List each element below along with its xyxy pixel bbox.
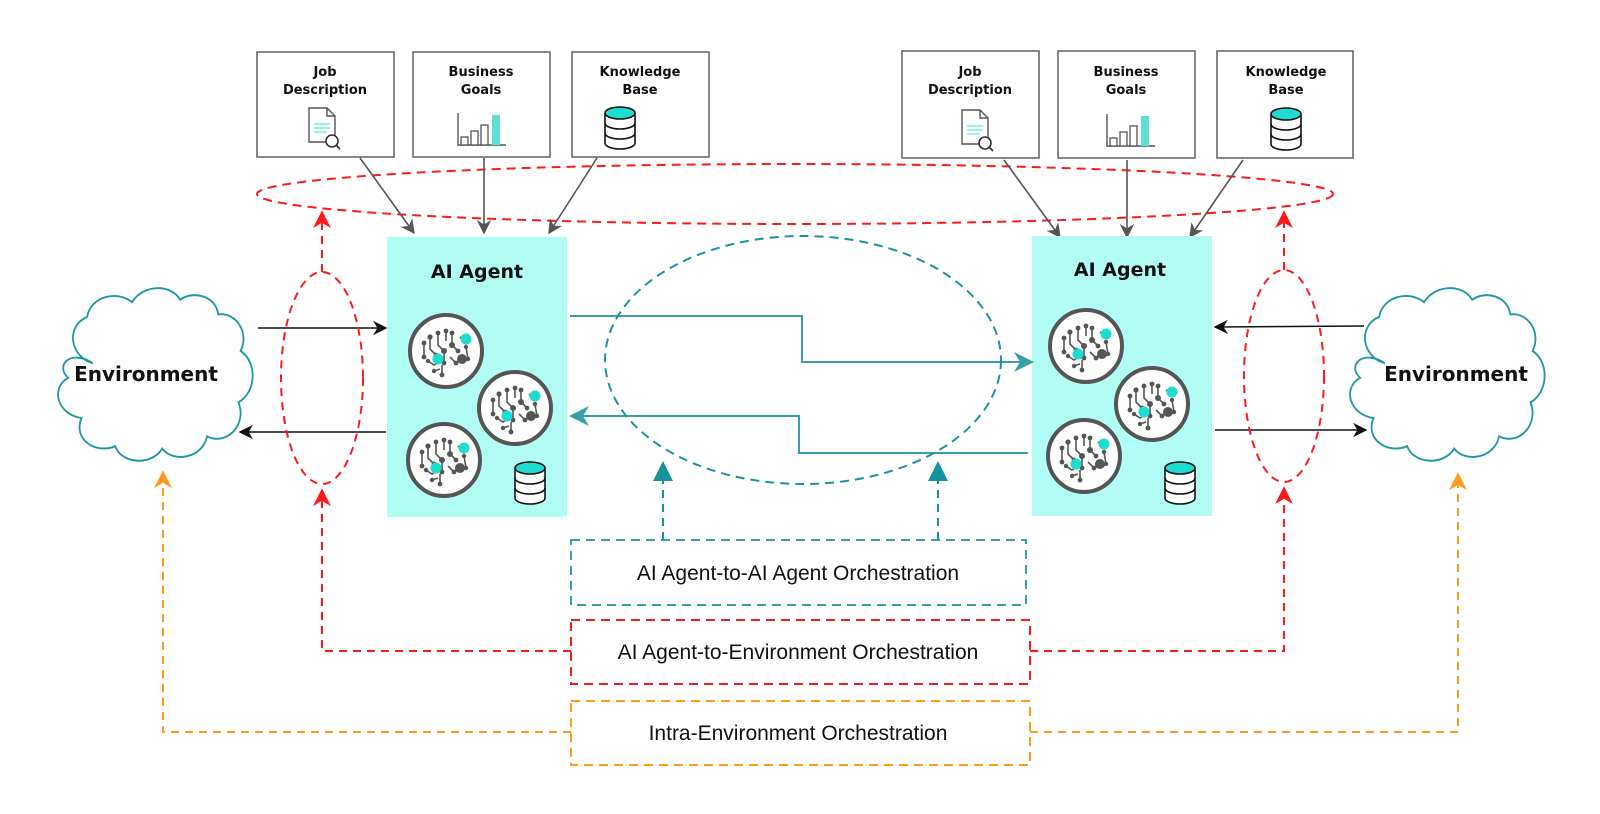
intra-environment-orchestration: Intra-Environment Orchestration (570, 700, 1031, 766)
right-input-knowledge-base: Knowledge Base (1216, 50, 1354, 159)
agent-env-connector-lines (313, 486, 1293, 652)
left-environment: Environment (57, 287, 254, 462)
input-title-line1: Job (312, 65, 336, 80)
input-title-line1: Job (957, 65, 981, 80)
right-agent-env-ellipse (1243, 269, 1325, 483)
red-connector-arrows (313, 210, 1293, 272)
input-title-line2: Goals (1106, 83, 1147, 98)
database-icon (1270, 107, 1302, 151)
agent-to-environment-orchestration: AI Agent-to-Environment Orchestration (570, 619, 1031, 685)
intra-env-connector-lines (154, 470, 1467, 733)
input-title-line2: Goals (461, 83, 502, 98)
right-env-agent-arrows (1213, 319, 1368, 438)
brain-network-icon (1048, 308, 1124, 384)
left-input-business-goals: Business Goals (412, 51, 551, 158)
agent-title: AI Agent (431, 261, 523, 283)
brain-network-icon (1046, 418, 1122, 494)
orchestration-label: AI Agent-to-AI Agent Orchestration (637, 562, 959, 585)
right-environment: Environment (1349, 287, 1546, 462)
left-ai-agent: AI Agent (387, 237, 567, 517)
input-title-line1: Business (1094, 65, 1159, 80)
input-title-line1: Business (449, 65, 514, 80)
right-input-job-description: Job Description (901, 50, 1040, 159)
agent-inputs-ellipse (256, 163, 1334, 225)
input-title-line2: Base (1268, 83, 1303, 98)
input-title-line1: Knowledge (1246, 65, 1327, 80)
agent-title: AI Agent (1074, 259, 1166, 281)
database-icon (604, 106, 636, 150)
left-input-job-description: Job Description (256, 51, 395, 158)
teal-connector-arrows (653, 461, 948, 540)
agent-to-agent-arrows (569, 315, 1034, 454)
brain-network-icon (477, 370, 553, 446)
environment-label: Environment (74, 362, 218, 386)
input-title-line2: Description (283, 83, 367, 98)
database-icon (514, 461, 546, 505)
right-ai-agent: AI Agent (1032, 236, 1212, 516)
brain-network-icon (406, 422, 482, 498)
left-input-arrows (359, 157, 598, 235)
agent-to-agent-ellipse (604, 235, 1002, 485)
right-input-arrows (1003, 159, 1244, 239)
left-env-agent-arrows (238, 320, 388, 440)
agent-to-agent-orchestration: AI Agent-to-AI Agent Orchestration (570, 539, 1027, 606)
left-input-knowledge-base: Knowledge Base (571, 51, 710, 158)
environment-label: Environment (1384, 362, 1528, 386)
input-title-line1: Knowledge (600, 65, 681, 80)
right-input-business-goals: Business Goals (1057, 50, 1196, 159)
brain-network-icon (1114, 366, 1190, 442)
input-title-line2: Description (928, 83, 1012, 98)
database-icon (1164, 461, 1196, 505)
left-agent-env-ellipse (280, 271, 364, 485)
orchestration-label: AI Agent-to-Environment Orchestration (618, 641, 979, 664)
input-title-line2: Base (622, 83, 657, 98)
orchestration-label: Intra-Environment Orchestration (649, 722, 948, 745)
brain-network-icon (408, 313, 484, 389)
